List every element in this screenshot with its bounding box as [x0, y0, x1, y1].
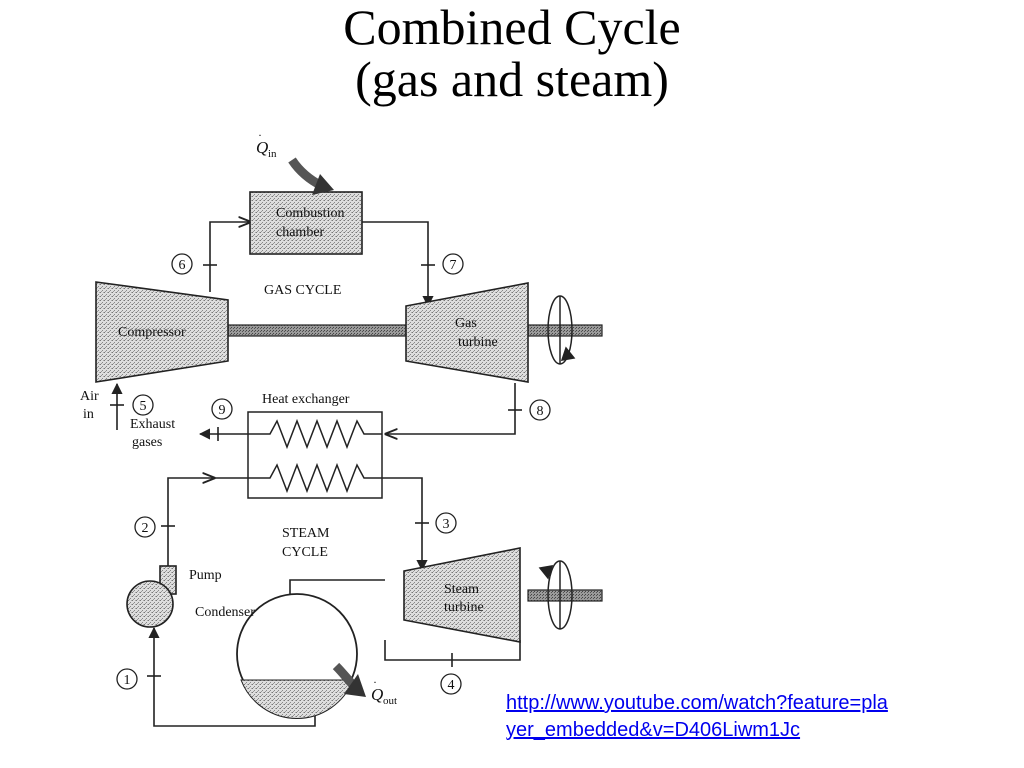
- gas-turbine: [405, 282, 529, 383]
- condenser-label: Condenser: [195, 605, 255, 620]
- pump: [126, 565, 177, 628]
- state-3-marker: [435, 512, 457, 534]
- pipe-1: [148, 626, 316, 727]
- page-title: Combined Cycle (gas and steam): [0, 0, 1024, 107]
- compressor: [95, 281, 229, 383]
- state-6: 6: [179, 258, 186, 273]
- state-9-marker: [211, 398, 233, 420]
- state-6-marker: [171, 253, 193, 275]
- gas-rotation-icon: [547, 295, 576, 365]
- state-2-marker: [134, 516, 156, 538]
- combustion-label-1: Combustion: [276, 206, 344, 221]
- state-9: 9: [219, 403, 226, 418]
- q-out-sub: out: [383, 695, 397, 707]
- pipe-2: [167, 478, 214, 584]
- state-3: 3: [443, 517, 450, 532]
- q-in-sub: in: [268, 148, 277, 160]
- heat-exchanger-label: Heat exchanger: [262, 392, 350, 407]
- title-line-1: Combined Cycle: [343, 0, 681, 55]
- q-in-label: Q: [256, 138, 268, 157]
- youtube-link-line-1[interactable]: http://www.youtube.com/watch?feature=pla: [506, 692, 888, 714]
- heat-exchanger: [247, 411, 383, 499]
- steam-turbine: [403, 547, 521, 643]
- exhaust-label-2: gases: [132, 435, 162, 450]
- shaft: [227, 324, 407, 337]
- steam-cycle-label-2: CYCLE: [282, 545, 328, 560]
- q-out-label: Q: [371, 685, 383, 704]
- state-1: 1: [124, 673, 131, 688]
- state-8-marker: [529, 399, 551, 421]
- combustion-chamber: [249, 191, 363, 255]
- compressor-label: Compressor: [118, 325, 186, 340]
- gas-cycle-label: GAS CYCLE: [264, 283, 341, 298]
- steam-turbine-label-2: turbine: [444, 600, 484, 615]
- condenser: [236, 593, 358, 719]
- svg-text:·: ·: [373, 675, 377, 689]
- combustion-label-2: chamber: [276, 225, 325, 240]
- steam-rotation-icon: [538, 560, 573, 630]
- state-2: 2: [142, 521, 149, 536]
- pump-label: Pump: [189, 568, 222, 583]
- gas-turbine-shaft: [527, 324, 603, 337]
- gas-turbine-label-1: Gas: [455, 316, 477, 331]
- steam-turbine-shaft: [527, 589, 603, 602]
- gas-turbine-label-2: turbine: [458, 335, 498, 350]
- state-5: 5: [140, 399, 147, 414]
- title-line-2: (gas and steam): [355, 51, 669, 107]
- state-7-marker: [442, 253, 464, 275]
- state-4: 4: [448, 678, 455, 693]
- svg-text:·: ·: [258, 128, 262, 142]
- pipe-8: [386, 383, 516, 434]
- pipe-3: [382, 477, 428, 572]
- youtube-link[interactable]: http://www.youtube.com/watch?feature=pla…: [506, 690, 1006, 744]
- exhaust-label-1: Exhaust: [130, 417, 175, 432]
- steam-cycle-label-1: STEAM: [282, 526, 330, 541]
- pipe-6: [209, 222, 250, 292]
- state-4-marker: [440, 673, 462, 695]
- air-in-label-2: in: [83, 407, 94, 422]
- state-1-marker: [116, 668, 138, 690]
- state-5-marker: [132, 394, 154, 416]
- pipe-7: [362, 221, 434, 308]
- steam-turbine-label-1: Steam: [444, 582, 479, 597]
- state-7: 7: [450, 258, 457, 273]
- state-8: 8: [537, 404, 544, 419]
- youtube-link-line-2[interactable]: yer_embedded&v=D406Liwm1Jc: [506, 719, 801, 741]
- air-in-label-1: Air: [80, 389, 99, 404]
